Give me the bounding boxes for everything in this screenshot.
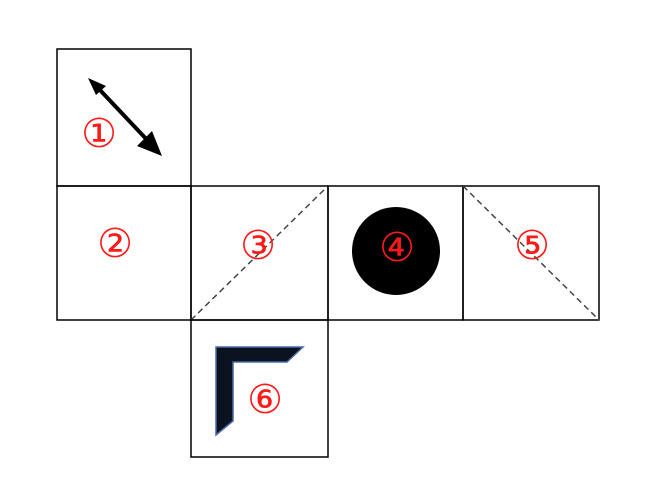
face-3-label: ③ <box>240 223 276 269</box>
dashed-diagonal-falling <box>462 185 600 321</box>
dashed-diagonal-rising <box>190 185 329 321</box>
face-3: ③ <box>190 185 329 321</box>
face-1: ① <box>56 48 192 187</box>
double-arrow-icon <box>88 78 162 156</box>
face-1-label: ① <box>81 111 117 157</box>
face-5-label: ⑤ <box>514 223 550 269</box>
face-6-square <box>190 319 329 458</box>
filled-circle-icon <box>352 207 440 295</box>
corner-bracket-icon <box>215 346 305 437</box>
face-2: ② <box>56 185 192 321</box>
face-5-square <box>462 185 600 321</box>
face-4: ④ <box>327 185 464 321</box>
face-6-label: ⑥ <box>247 377 283 423</box>
face-4-label: ④ <box>379 225 415 271</box>
face-6: ⑥ <box>190 319 329 458</box>
face-5: ⑤ <box>462 185 600 321</box>
face-2-label: ② <box>97 221 133 267</box>
